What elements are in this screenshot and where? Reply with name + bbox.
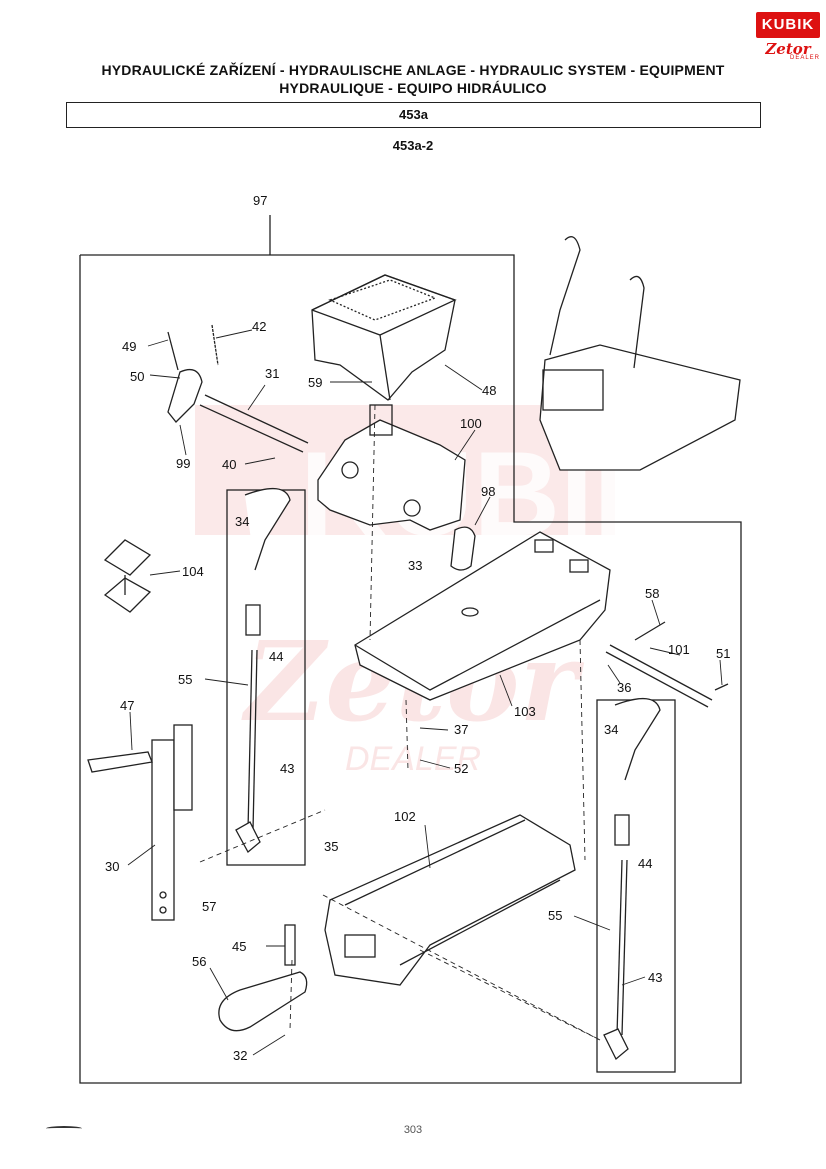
- callout-58: 58: [645, 586, 659, 601]
- callout-43-right: 43: [648, 970, 662, 985]
- callout-42: 42: [252, 319, 266, 334]
- callout-45: 45: [232, 939, 246, 954]
- lift-arm-left: [244, 488, 291, 571]
- callout-98: 98: [481, 484, 495, 499]
- callout-103: 103: [514, 704, 536, 719]
- callout-33: 33: [408, 558, 422, 573]
- title-line-2: HYDRAULIQUE - EQUIPO HIDRÁULICO: [279, 80, 547, 96]
- callout-31: 31: [265, 366, 279, 381]
- callout-37: 37: [454, 722, 468, 737]
- callout-52: 52: [454, 761, 468, 776]
- callout-99: 99: [176, 456, 190, 471]
- callout-34-right: 34: [604, 722, 618, 737]
- callout-48: 48: [482, 383, 496, 398]
- callout-35: 35: [324, 839, 338, 854]
- leader-lines: [127, 329, 723, 1056]
- footer-mark: [46, 1126, 82, 1131]
- pin-part: [605, 644, 713, 708]
- lift-rod-box-right: [596, 699, 676, 1073]
- title-line-1: HYDRAULICKÉ ZAŘÍZENÍ - HYDRAULISCHE ANLA…: [101, 62, 725, 78]
- callout-32: 32: [233, 1048, 247, 1063]
- lever-part-98: [450, 526, 476, 571]
- logo-brand-mid: Zetor: [765, 40, 811, 58]
- callout-56: 56: [192, 954, 206, 969]
- watermark-sub: DEALER: [345, 740, 481, 778]
- callout-40: 40: [222, 457, 236, 472]
- section-code-box: 453a: [66, 102, 761, 128]
- callout-44-right: 44: [638, 856, 652, 871]
- pin-part-45: [284, 924, 296, 966]
- lower-frame-part: [324, 814, 576, 986]
- callout-101: 101: [668, 642, 690, 657]
- callout-50: 50: [130, 369, 144, 384]
- callout-49: 49: [122, 339, 136, 354]
- callout-100: 100: [460, 416, 482, 431]
- callout-104: 104: [182, 564, 204, 579]
- cover-part: [311, 274, 457, 401]
- callout-43-left: 43: [280, 761, 294, 776]
- hook-part: [218, 971, 308, 1032]
- pin-clip-part: [87, 751, 153, 773]
- figure-code: 453a-2: [392, 138, 434, 153]
- callout-51: 51: [716, 646, 730, 661]
- callout-47: 47: [120, 698, 134, 713]
- arm-part: [167, 368, 203, 423]
- callout-30: 30: [105, 859, 119, 874]
- shaft-part: [199, 394, 309, 453]
- carrier-part: [354, 531, 611, 701]
- callout-55-right: 55: [548, 908, 562, 923]
- callout-57: 57: [202, 899, 216, 914]
- callout-36: 36: [617, 680, 631, 695]
- callout-97: 97: [253, 193, 267, 208]
- dealer-logo: KUBIK Zetor DEALER: [756, 12, 820, 62]
- assembly-frame: [79, 254, 742, 1084]
- lift-arm-right: [614, 698, 661, 781]
- callout-102: 102: [394, 809, 416, 824]
- mount-bracket-part: [151, 724, 193, 921]
- logo-brand-sub: DEALER: [789, 55, 820, 61]
- callout-34-left: 34: [235, 514, 249, 529]
- logo-brand-top: KUBIK: [756, 12, 820, 38]
- clamp-part: [103, 539, 152, 613]
- callout-55-left: 55: [178, 672, 192, 687]
- assembled-view-inset: [539, 236, 741, 471]
- callout-59: 59: [308, 375, 322, 390]
- callout-44-left: 44: [269, 649, 283, 664]
- page-number: 303: [403, 1124, 423, 1136]
